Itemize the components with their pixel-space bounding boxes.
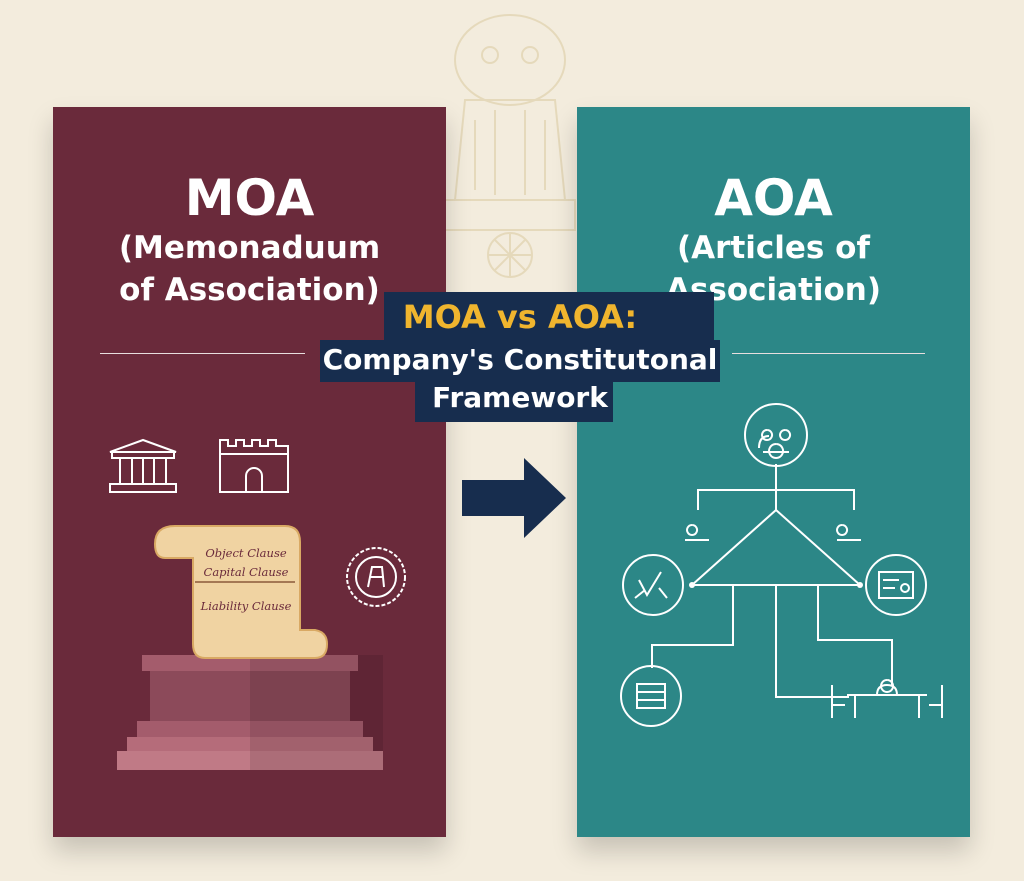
fort-icon (219, 439, 289, 493)
banner-bg-middle (320, 340, 720, 382)
aoa-subtitle-line1: (Articles of (677, 230, 870, 266)
banner-subtitle-line1: Company's Constitutonal (322, 343, 718, 376)
board-meeting-icon (831, 679, 943, 718)
pedestal (117, 655, 383, 770)
moa-divider (100, 353, 305, 354)
moa-subtitle: (Memonaduum of Association) (53, 227, 446, 311)
scroll-icon (153, 525, 329, 659)
certificate-icon (865, 554, 927, 616)
banner-bg-top (384, 292, 714, 342)
moa-title: MOA (184, 169, 315, 227)
banner-subtitle-line2: Framework (432, 381, 608, 414)
aoa-panel: AOA (Articles of Association) (577, 107, 970, 837)
banner-title: MOA vs AOA: (402, 298, 638, 336)
clause-capital: Capital Clause (203, 565, 289, 579)
national-emblem-watermark (444, 14, 576, 278)
records-icon (620, 665, 682, 727)
moa-subtitle-line1: (Memonaduum (118, 230, 381, 266)
clause-object: Object Clause (205, 546, 287, 560)
voting-icon (622, 554, 684, 616)
aoa-title: AOA (714, 169, 833, 227)
courthouse-icon (109, 438, 177, 493)
aoa-divider (732, 353, 925, 354)
shareholders-icon (744, 403, 808, 467)
org-branch-top (697, 489, 855, 510)
moa-subtitle-line2: of Association) (119, 272, 380, 308)
banner-bg-bottom (415, 380, 613, 422)
arrow-right-icon (462, 458, 566, 538)
clause-liability: Liability Clause (200, 599, 292, 613)
org-triangle (689, 464, 863, 586)
org-branch-bottom (651, 585, 893, 698)
governance-org-chart (620, 403, 943, 727)
seal-icon (346, 547, 406, 607)
